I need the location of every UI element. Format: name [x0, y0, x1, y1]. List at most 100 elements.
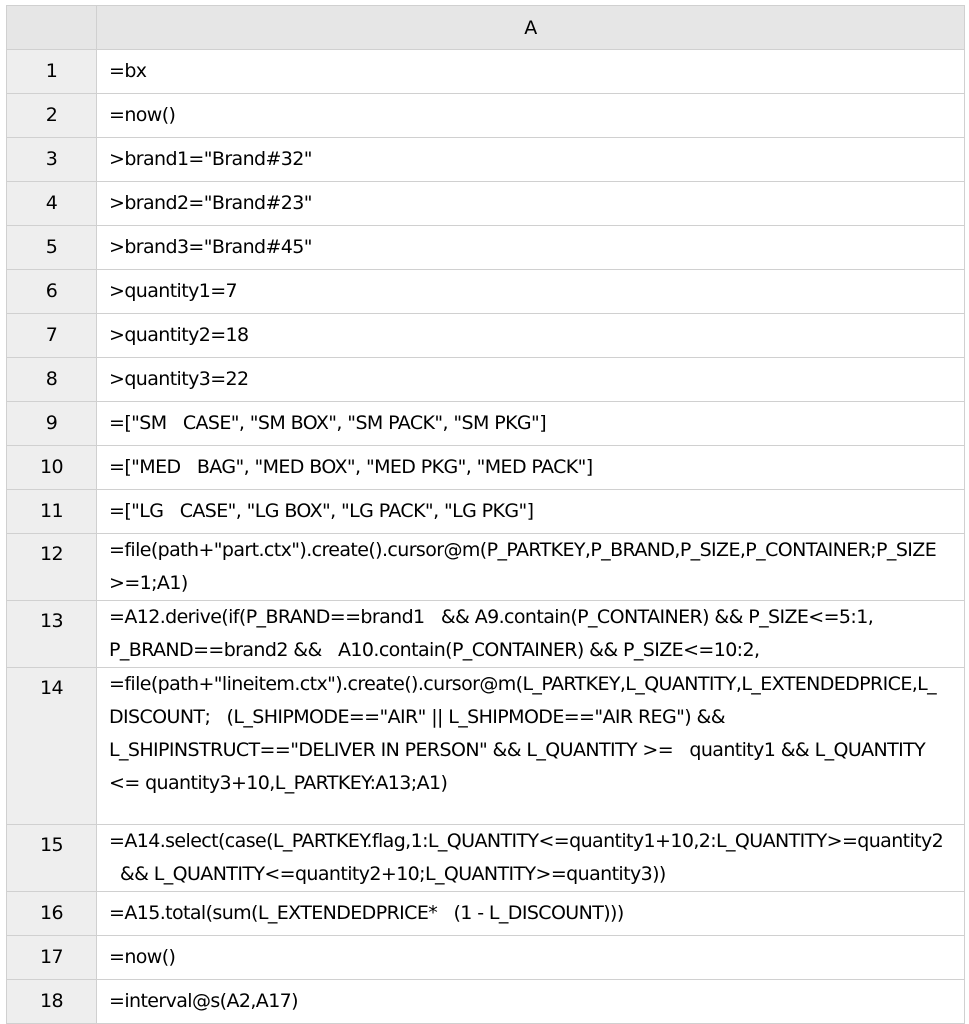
spreadsheet-grid: A 1 =bx 2 =now() 3 >brand1="Brand#32" 4 >brand2…: [6, 5, 965, 1024]
cell-text-line: >brand3="Brand#45": [109, 236, 313, 258]
table-row: 5 >brand3="Brand#45": [6, 225, 965, 270]
row-header[interactable]: 1: [6, 49, 97, 94]
cell-a10[interactable]: =["MED BAG", "MED BOX", "MED PKG", "MED …: [96, 445, 965, 490]
cell-a18[interactable]: =interval@s(A2,A17): [96, 979, 965, 1024]
cell-a1[interactable]: =bx: [96, 49, 965, 94]
cell-text-line: =now(): [109, 946, 176, 968]
row-header[interactable]: 5: [6, 225, 97, 270]
row-number: 7: [45, 324, 58, 346]
table-row: 15 =A14.select(case(L_PARTKEY.flag,1:L_QU…: [6, 824, 965, 892]
row-header[interactable]: 12: [6, 533, 97, 601]
cell-text-line: =A15.total(sum(L_EXTENDEDPRICE* (1 - L_D…: [109, 902, 624, 924]
table-row: 10 =["MED BAG", "MED BOX", "MED PKG", "ME…: [6, 445, 965, 490]
row-header[interactable]: 17: [6, 935, 97, 980]
cell-a14[interactable]: =file(path+"lineitem.ctx").create().curs…: [96, 667, 965, 825]
cell-text-line: && L_QUANTITY<=quantity2+10;L_QUANTITY>=…: [109, 863, 666, 885]
cell-text-line: =["MED BAG", "MED BOX", "MED PKG", "MED …: [109, 456, 593, 478]
row-number: 14: [40, 677, 64, 699]
cell-text-line: =now(): [109, 104, 176, 126]
row-number: 3: [45, 148, 58, 170]
row-number: 4: [45, 192, 58, 214]
cell-a17[interactable]: =now(): [96, 935, 965, 980]
row-number: 8: [45, 368, 58, 390]
corner-cell[interactable]: [6, 5, 97, 50]
row-header[interactable]: 14: [6, 667, 97, 825]
table-row: 7 >quantity2=18: [6, 313, 965, 358]
cell-text-line: >brand2="Brand#23": [109, 192, 313, 214]
table-row: 18 =interval@s(A2,A17): [6, 979, 965, 1024]
table-row: 17 =now(): [6, 935, 965, 980]
cell-text-line: =["SM CASE", "SM BOX", "SM PACK", "SM PK…: [109, 412, 547, 434]
row-header[interactable]: 18: [6, 979, 97, 1024]
row-number: 16: [40, 902, 64, 924]
cell-a5[interactable]: >brand3="Brand#45": [96, 225, 965, 270]
table-row: 11 =["LG CASE", "LG BOX", "LG PACK", "LG …: [6, 489, 965, 534]
cell-text-line: >quantity2=18: [109, 324, 249, 346]
row-number: 17: [40, 946, 64, 968]
row-number: 9: [45, 412, 58, 434]
row-number: 18: [40, 990, 64, 1012]
table-row: 3 >brand1="Brand#32": [6, 137, 965, 182]
cell-a6[interactable]: >quantity1=7: [96, 269, 965, 314]
cell-a12[interactable]: =file(path+"part.ctx").create().cursor@m…: [96, 533, 965, 601]
row-number: 12: [40, 543, 64, 565]
row-number: 13: [40, 610, 64, 632]
table-row: 16 =A15.total(sum(L_EXTENDEDPRICE* (1 - L…: [6, 891, 965, 936]
row-header[interactable]: 7: [6, 313, 97, 358]
row-header[interactable]: 15: [6, 824, 97, 892]
cell-text-line: DISCOUNT; (L_SHIPMODE=="AIR" || L_SHIPMO…: [109, 706, 726, 728]
column-header-a[interactable]: A: [96, 5, 965, 50]
table-row: 14 =file(path+"lineitem.ctx").create().cu…: [6, 667, 965, 825]
cell-text-line: >quantity1=7: [109, 280, 238, 302]
cell-text-line: L_SHIPINSTRUCT=="DELIVER IN PERSON" && L…: [109, 739, 926, 761]
cell-text-line: >quantity3=22: [109, 368, 249, 390]
cell-text-line: =interval@s(A2,A17): [109, 990, 299, 1012]
table-row: 4 >brand2="Brand#23": [6, 181, 965, 226]
cell-text-line: =file(path+"part.ctx").create().cursor@m…: [109, 539, 937, 561]
cell-a8[interactable]: >quantity3=22: [96, 357, 965, 402]
cell-text-line: <= quantity3+10,L_PARTKEY:A13;A1): [109, 772, 448, 794]
cell-text-line: =A12.derive(if(P_BRAND==brand1 && A9.con…: [109, 606, 874, 628]
table-row: 13 =A12.derive(if(P_BRAND==brand1 && A9.c…: [6, 600, 965, 668]
cell-text-line: P_BRAND==brand2 && A10.contain(P_CONTAIN…: [109, 639, 760, 661]
cell-a4[interactable]: >brand2="Brand#23": [96, 181, 965, 226]
cell-a13[interactable]: =A12.derive(if(P_BRAND==brand1 && A9.con…: [96, 600, 965, 668]
row-header[interactable]: 6: [6, 269, 97, 314]
row-number: 10: [40, 456, 64, 478]
table-row: 12 =file(path+"part.ctx").create().cursor…: [6, 533, 965, 601]
row-header[interactable]: 9: [6, 401, 97, 446]
cell-a11[interactable]: =["LG CASE", "LG BOX", "LG PACK", "LG PK…: [96, 489, 965, 534]
cell-text-line: =file(path+"lineitem.ctx").create().curs…: [109, 673, 937, 695]
row-header[interactable]: 11: [6, 489, 97, 534]
cell-a7[interactable]: >quantity2=18: [96, 313, 965, 358]
cell-text-line: >brand1="Brand#32": [109, 148, 313, 170]
table-row: 9 =["SM CASE", "SM BOX", "SM PACK", "SM P…: [6, 401, 965, 446]
cell-text-line: >=1;A1): [109, 572, 188, 594]
table-row: 8 >quantity3=22: [6, 357, 965, 402]
row-header[interactable]: 8: [6, 357, 97, 402]
cell-text-line: =A14.select(case(L_PARTKEY.flag,1:L_QUAN…: [109, 830, 944, 852]
cell-a3[interactable]: >brand1="Brand#32": [96, 137, 965, 182]
cell-text-line: =bx: [109, 60, 147, 82]
row-number: 2: [45, 104, 58, 126]
row-number: 6: [45, 280, 58, 302]
row-header[interactable]: 13: [6, 600, 97, 668]
cell-a2[interactable]: =now(): [96, 93, 965, 138]
row-header[interactable]: 4: [6, 181, 97, 226]
column-header-label: A: [524, 16, 537, 39]
table-row: 1 =bx: [6, 49, 965, 94]
row-number: 11: [40, 500, 64, 522]
table-row: 6 >quantity1=7: [6, 269, 965, 314]
row-header[interactable]: 10: [6, 445, 97, 490]
cell-a16[interactable]: =A15.total(sum(L_EXTENDEDPRICE* (1 - L_D…: [96, 891, 965, 936]
row-header[interactable]: 16: [6, 891, 97, 936]
row-header[interactable]: 3: [6, 137, 97, 182]
cell-text-line: =["LG CASE", "LG BOX", "LG PACK", "LG PK…: [109, 500, 534, 522]
table-row: 2 =now(): [6, 93, 965, 138]
row-number: 15: [40, 834, 64, 856]
row-header[interactable]: 2: [6, 93, 97, 138]
cell-a9[interactable]: =["SM CASE", "SM BOX", "SM PACK", "SM PK…: [96, 401, 965, 446]
row-number: 1: [45, 60, 58, 82]
row-number: 5: [45, 236, 58, 258]
cell-a15[interactable]: =A14.select(case(L_PARTKEY.flag,1:L_QUAN…: [96, 824, 965, 892]
